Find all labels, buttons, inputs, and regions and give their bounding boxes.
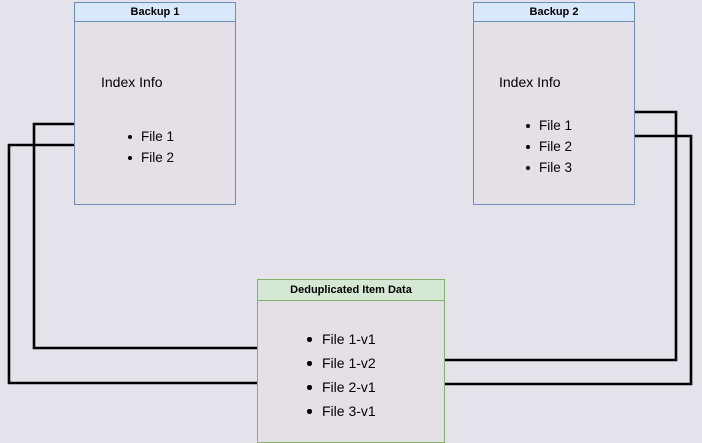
backup-2-index-info-label: Index Info: [499, 74, 561, 90]
list-item[interactable]: File 2: [127, 147, 174, 168]
node-backup-1-body: Index Info File 1 File 2: [74, 22, 236, 205]
node-backup-2[interactable]: Backup 2 Index Info File 1 File 2 File 3: [473, 2, 635, 205]
node-deduplicated-item-data[interactable]: Deduplicated Item Data File 1-v1 File 1-…: [257, 279, 445, 443]
list-item[interactable]: File 2-v1: [306, 375, 376, 399]
backup-1-index-info-label: Index Info: [101, 74, 163, 90]
node-backup-2-body: Index Info File 1 File 2 File 3: [473, 22, 635, 205]
node-backup-1[interactable]: Backup 1 Index Info File 1 File 2: [74, 2, 236, 205]
backup-2-file-list: File 1 File 2 File 3: [525, 115, 572, 178]
list-item[interactable]: File 1: [127, 126, 174, 147]
list-item[interactable]: File 3: [525, 157, 572, 178]
node-deduplicated-item-data-title: Deduplicated Item Data: [257, 279, 445, 301]
list-item[interactable]: File 3-v1: [306, 399, 376, 423]
list-item[interactable]: File 2: [525, 136, 572, 157]
backup-1-file-list: File 1 File 2: [127, 126, 174, 168]
deduplicated-item-list: File 1-v1 File 1-v2 File 2-v1 File 3-v1: [306, 327, 376, 423]
node-backup-2-title: Backup 2: [473, 2, 635, 22]
list-item[interactable]: File 1-v2: [306, 351, 376, 375]
list-item[interactable]: File 1-v1: [306, 327, 376, 351]
node-deduplicated-item-data-body: File 1-v1 File 1-v2 File 2-v1 File 3-v1: [257, 301, 445, 443]
node-backup-1-title: Backup 1: [74, 2, 236, 22]
list-item[interactable]: File 1: [525, 115, 572, 136]
